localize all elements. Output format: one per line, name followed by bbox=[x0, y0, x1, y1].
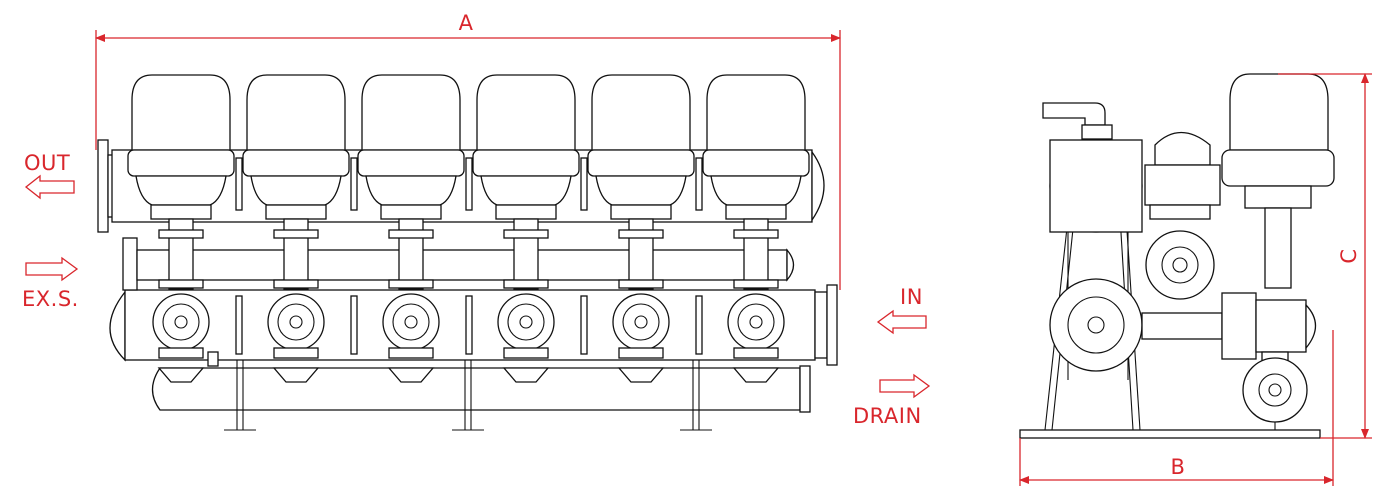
exs-arrow-icon bbox=[25, 256, 79, 282]
filter-unit bbox=[357, 74, 473, 383]
base-plate bbox=[1019, 429, 1321, 439]
outlet-head bbox=[1042, 102, 1143, 233]
filter-unit bbox=[702, 74, 810, 383]
dimension-b-label: B bbox=[1171, 455, 1186, 479]
out-label: OUT bbox=[24, 151, 70, 175]
exs-label: EX.S. bbox=[22, 287, 79, 311]
drain-arrow-icon bbox=[879, 373, 931, 399]
side-view bbox=[1019, 73, 1335, 439]
filter-unit bbox=[242, 74, 358, 383]
filter-unit bbox=[127, 74, 243, 383]
drain-valve-side bbox=[1242, 351, 1308, 430]
support-legs bbox=[224, 360, 712, 431]
middle-manifold bbox=[122, 237, 795, 291]
dimension-c-label: C bbox=[1337, 248, 1361, 263]
annotations: A B C OUT EX.S. IN DRAIN bbox=[22, 11, 1372, 486]
hydraulic-valve-top bbox=[1144, 132, 1221, 300]
drain-valve bbox=[207, 351, 219, 367]
filter-dome-side bbox=[1221, 73, 1335, 289]
out-arrow-icon bbox=[24, 174, 75, 200]
dimension-a-label: A bbox=[459, 11, 474, 35]
filter-unit bbox=[472, 74, 588, 383]
drain-label: DRAIN bbox=[853, 404, 922, 428]
in-arrow-icon bbox=[876, 309, 927, 335]
filter-unit bbox=[587, 74, 703, 383]
front-view bbox=[97, 74, 838, 431]
drain-collector bbox=[151, 365, 811, 413]
in-label: IN bbox=[900, 285, 923, 309]
filter-body-side bbox=[1049, 278, 1317, 372]
